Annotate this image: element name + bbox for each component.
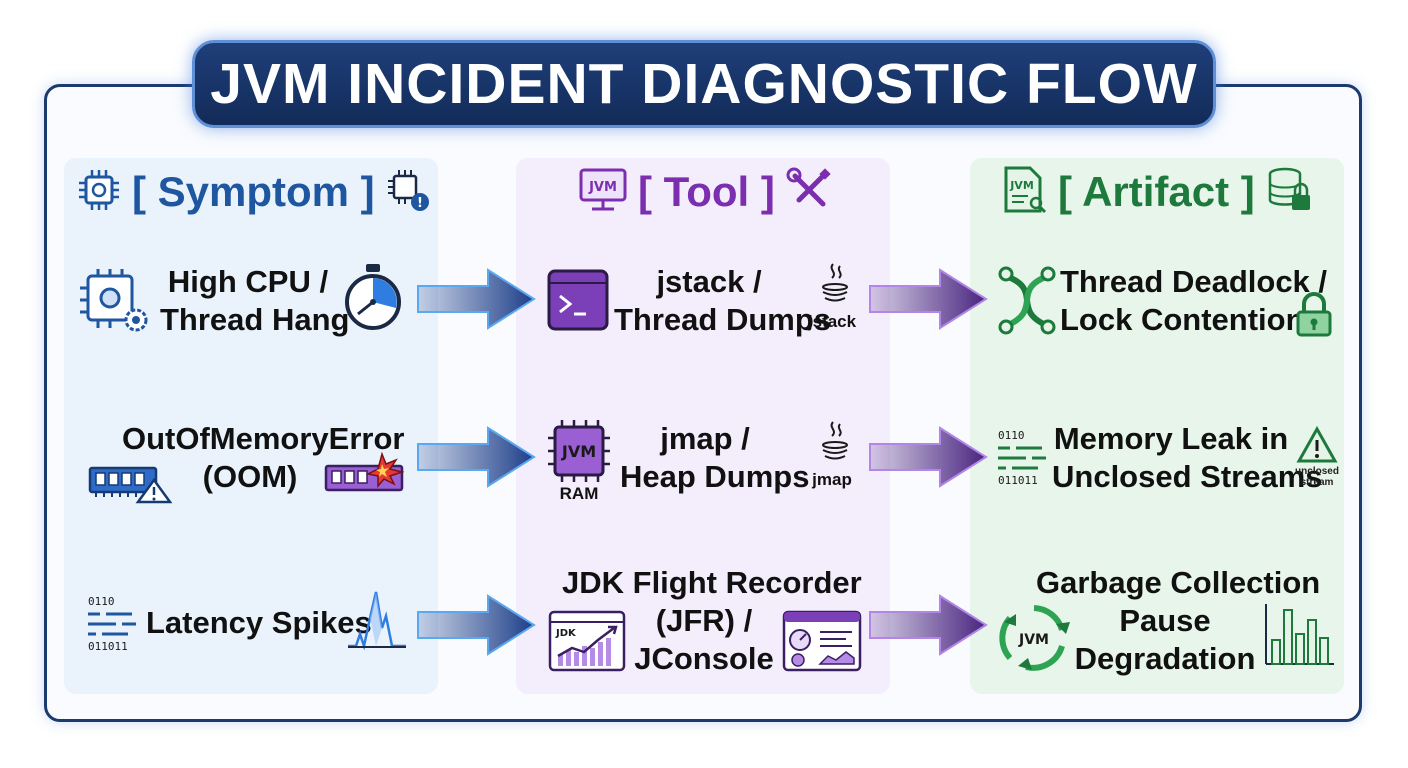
artifact-row-3: Garbage Collection Pause Degradation bbox=[1036, 564, 1321, 678]
symptom-row-3: Latency Spikes bbox=[146, 604, 372, 642]
binary-line-2: 011011 bbox=[998, 474, 1038, 487]
tool-row-1-line-2: Thread Dumps bbox=[614, 302, 832, 337]
artifact-header-text: [ Artifact ] bbox=[1058, 168, 1255, 215]
bar-chart-icon bbox=[1262, 602, 1336, 668]
unclosed-label-line-2: stream bbox=[1300, 477, 1334, 488]
arrow-row-1-symptom-tool bbox=[414, 262, 538, 336]
arrow-row-2-tool-artifact bbox=[866, 420, 990, 494]
tool-row-3: JDK Flight Recorder (JFR) / JConsole bbox=[562, 564, 862, 678]
unclosed-label-line-1: unclosed bbox=[1295, 466, 1339, 477]
tool-row-2-line-1: jmap / bbox=[660, 421, 750, 456]
binary-line-2: 011011 bbox=[88, 640, 128, 653]
artifact-row-1-line-1: Thread Deadlock / bbox=[1060, 264, 1328, 299]
stopwatch-icon bbox=[342, 262, 404, 334]
latency-spike-icon bbox=[346, 588, 408, 650]
symptom-row-3-line-1: Latency Spikes bbox=[146, 605, 372, 640]
gc-cycle-icon: JVM bbox=[996, 600, 1072, 676]
symptom-row-1-line-2: Thread Hang bbox=[160, 302, 350, 337]
symptom-row-1: High CPU / Thread Hang bbox=[160, 263, 350, 339]
tool-row-3-line-1: JDK Flight Recorder bbox=[562, 565, 862, 600]
tool-row-2: jmap / Heap Dumps bbox=[620, 420, 810, 496]
artifact-row-1-line-2: Lock Contention bbox=[1060, 302, 1305, 337]
jvm-chip-label: JVM bbox=[561, 442, 596, 461]
arrow-row-2-symptom-tool bbox=[414, 420, 538, 494]
binary-stream-icon: 0110 011011 bbox=[996, 428, 1050, 488]
arrow-row-3-tool-artifact bbox=[866, 588, 990, 662]
symptom-row-1-line-1: High CPU / bbox=[167, 264, 329, 299]
title-banner: JVM INCIDENT DIAGNOSTIC FLOW bbox=[192, 40, 1216, 128]
java-cup-icon bbox=[818, 262, 852, 308]
jvm-monitor-label: JVM bbox=[588, 180, 617, 195]
binary-line-1: 0110 bbox=[998, 429, 1025, 442]
jmap-icon-label: jmap bbox=[812, 470, 852, 489]
wrench-screwdriver-icon bbox=[785, 166, 833, 219]
artifact-column bbox=[970, 158, 1344, 694]
symptom-row-2: OutOfMemoryError (OOM) bbox=[122, 420, 405, 496]
tool-row-1: jstack / Thread Dumps bbox=[614, 263, 832, 339]
warning-triangle-icon bbox=[1296, 426, 1338, 464]
tool-row-2-line-2: Heap Dumps bbox=[620, 459, 810, 494]
padlock-icon bbox=[1294, 290, 1334, 338]
alert-chip-icon: ! bbox=[385, 167, 431, 218]
tool-row-3-line-3: JConsole bbox=[634, 641, 774, 676]
terminal-icon bbox=[546, 268, 610, 332]
database-lock-icon bbox=[1265, 165, 1315, 220]
arrow-row-3-symptom-tool bbox=[414, 588, 538, 662]
jstack-icon-label: jstack bbox=[807, 312, 857, 331]
tool-row-1-line-1: jstack / bbox=[656, 264, 762, 299]
jvm-document-label: JVM bbox=[1009, 179, 1034, 192]
tool-header-text: [ Tool ] bbox=[638, 168, 775, 215]
artifact-row-2-line-2: Unclosed Streams bbox=[1052, 459, 1323, 494]
ram-warning-icon bbox=[88, 462, 172, 504]
binary-stream-icon: 0110 011011 bbox=[86, 594, 140, 654]
artifact-row-2-line-1: Memory Leak in bbox=[1053, 421, 1289, 456]
tool-row-3-line-2: (JFR) / bbox=[655, 603, 753, 638]
java-cup-icon bbox=[818, 420, 852, 466]
cpu-gears-icon bbox=[78, 268, 154, 338]
unclosed-stream-label: unclosed stream bbox=[1290, 466, 1344, 488]
artifact-header: JVM [ Artifact ] bbox=[1000, 160, 1315, 224]
svg-text:!: ! bbox=[417, 196, 423, 211]
page-title: JVM INCIDENT DIAGNOSTIC FLOW bbox=[210, 52, 1198, 116]
symptom-header-text: [ Symptom ] bbox=[132, 168, 375, 215]
symptom-header: [ Symptom ] ! bbox=[76, 160, 431, 224]
arrow-row-1-tool-artifact bbox=[866, 262, 990, 336]
jvm-ram-chip-icon: JVM bbox=[546, 418, 612, 484]
ram-label: RAM bbox=[559, 484, 599, 503]
artifact-row-3-line-3: Degradation bbox=[1074, 641, 1256, 676]
symptom-row-2-line-2: (OOM) bbox=[202, 459, 298, 494]
deadlock-threads-icon bbox=[994, 264, 1060, 336]
jconsole-dashboard-icon bbox=[782, 610, 862, 672]
jdk-chart-label: JDK bbox=[555, 628, 577, 639]
jvm-monitor-icon: JVM bbox=[578, 166, 628, 219]
tool-header: JVM [ Tool ] bbox=[578, 160, 833, 224]
jdk-chart-icon: JDK bbox=[548, 610, 626, 672]
artifact-row-3-line-2: Pause bbox=[1119, 603, 1211, 638]
gc-cycle-label: JVM bbox=[1018, 632, 1049, 648]
artifact-row-3-line-1: Garbage Collection bbox=[1036, 565, 1321, 600]
artifact-row-2: Memory Leak in Unclosed Streams bbox=[1052, 420, 1323, 496]
jvm-document-icon: JVM bbox=[1000, 165, 1048, 220]
artifact-row-1: Thread Deadlock / Lock Contention bbox=[1060, 263, 1328, 339]
ram-explosion-icon bbox=[324, 452, 408, 500]
cpu-chip-icon bbox=[76, 167, 122, 218]
symptom-row-2-line-1: OutOfMemoryError bbox=[122, 421, 405, 456]
binary-line-1: 0110 bbox=[88, 595, 115, 608]
